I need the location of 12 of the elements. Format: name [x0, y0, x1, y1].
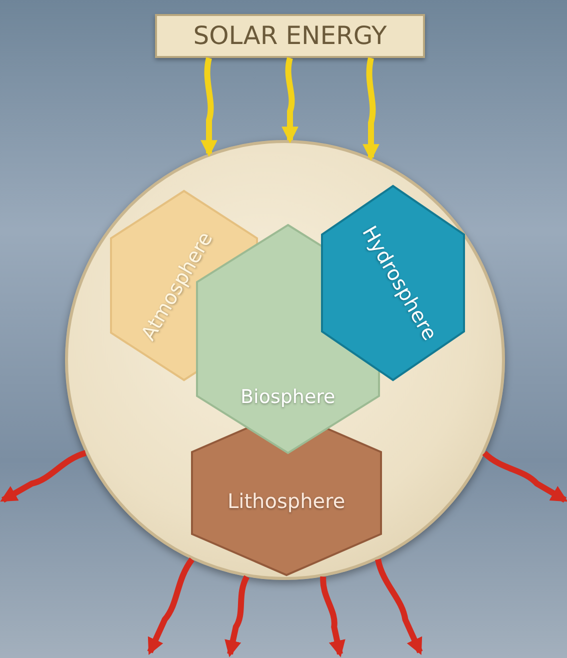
- wavy-arrow: [320, 576, 346, 658]
- wavy-arrow: [362, 57, 380, 161]
- wavy-arrow: [200, 57, 218, 157]
- wavy-arrow: [224, 575, 250, 658]
- wavy-arrow: [375, 558, 423, 656]
- wavy-arrow: [282, 57, 298, 144]
- wavy-arrow: [147, 558, 194, 656]
- sphere-label: Biosphere: [240, 386, 336, 408]
- title-banner: SOLAR ENERGY: [155, 14, 425, 58]
- wavy-arrow: [0, 450, 87, 503]
- sphere-label: Lithosphere: [228, 489, 346, 514]
- wavy-arrow: [482, 450, 567, 503]
